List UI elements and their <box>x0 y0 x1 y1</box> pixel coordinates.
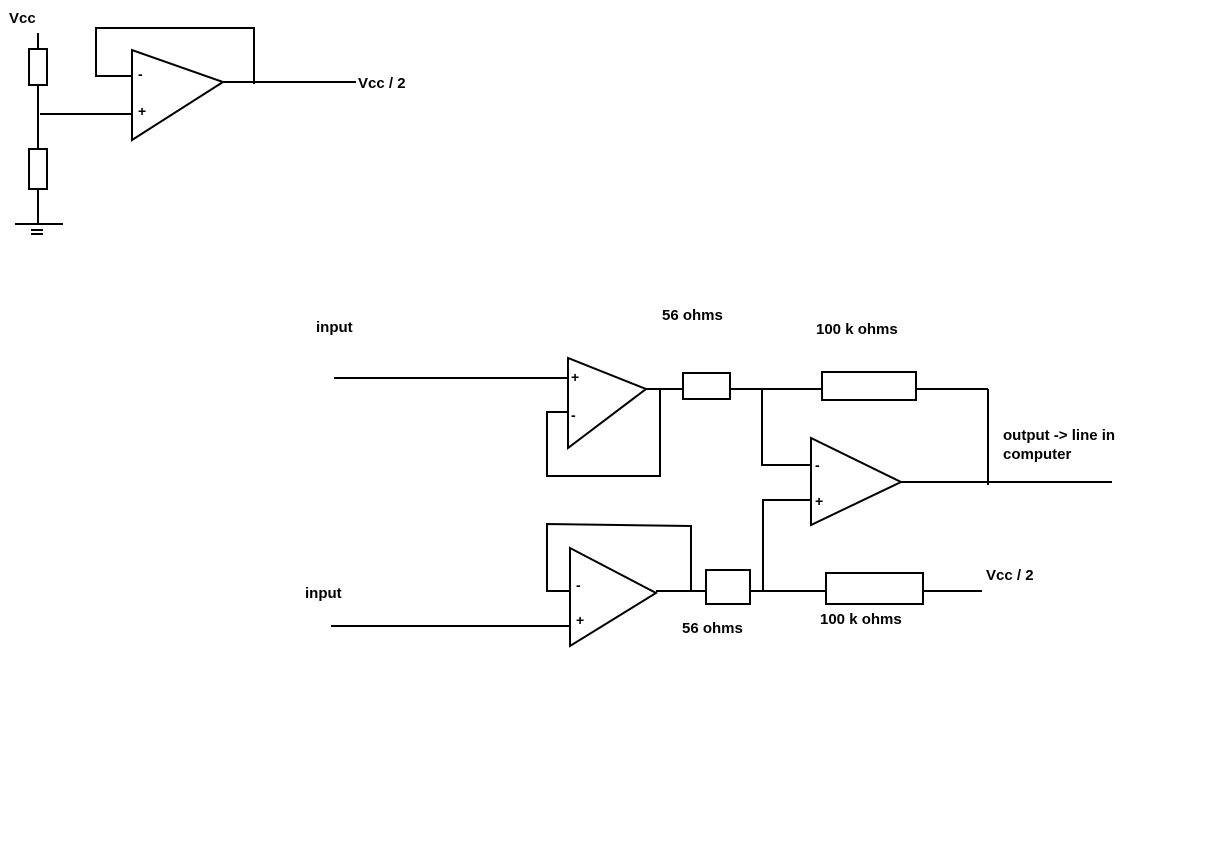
input-label-top: input <box>316 319 353 336</box>
resistor-56-label-bottom: 56 ohms <box>682 620 743 637</box>
opamp-triangle <box>569 546 659 648</box>
minus-sign: - <box>576 577 581 593</box>
resistor-100k-label-top: 100 k ohms <box>816 321 898 338</box>
noninverting-input-wire <box>762 499 811 591</box>
vcc-half-label-bottom: Vcc / 2 <box>986 567 1034 584</box>
feedback-wire <box>95 27 255 84</box>
resistor-56-top <box>682 372 731 400</box>
opamp-difference: - + <box>810 436 904 527</box>
output-label: output -> line in <box>1003 427 1115 444</box>
plus-sign: + <box>576 612 584 628</box>
opamp-buffer-top: + - <box>567 356 649 451</box>
resistor-100k-label-bottom: 100 k ohms <box>820 611 902 628</box>
inverting-input-wire <box>761 389 811 466</box>
plus-sign: + <box>138 103 146 119</box>
resistor-100k-bottom <box>825 572 924 605</box>
vcc-half-reference-circuit: Vcc - + Vcc / 2 <box>9 10 406 235</box>
vcc-label: Vcc <box>9 10 36 27</box>
minus-sign: - <box>571 407 576 423</box>
minus-sign: - <box>815 457 820 473</box>
feedback-wire-top <box>546 389 661 477</box>
opamp-buffer-bottom: - + <box>569 546 659 648</box>
opamp-triangle <box>567 356 649 451</box>
output-label-line2: computer <box>1003 446 1072 463</box>
vcc-half-label-top: Vcc / 2 <box>358 75 406 92</box>
ground-symbol <box>15 223 63 235</box>
feedback-wire-bottom <box>546 522 692 592</box>
plus-sign: + <box>815 493 823 509</box>
resistor-56-label-top: 56 ohms <box>662 307 723 324</box>
resistor-56-bottom <box>705 569 751 605</box>
divider-resistor-top <box>28 48 48 86</box>
opamp-triangle <box>810 436 904 527</box>
plus-sign: + <box>571 369 579 385</box>
minus-sign: - <box>138 66 143 82</box>
opamp-triangle <box>131 48 226 142</box>
divider-resistor-bottom <box>28 148 48 190</box>
resistor-100k-top <box>821 371 917 401</box>
opamp-buffer-reference: - + <box>131 48 226 142</box>
input-label-bottom: input <box>305 585 342 602</box>
difference-amplifier-circuit: input input 56 ohms 100 k ohms output ->… <box>305 307 1115 648</box>
